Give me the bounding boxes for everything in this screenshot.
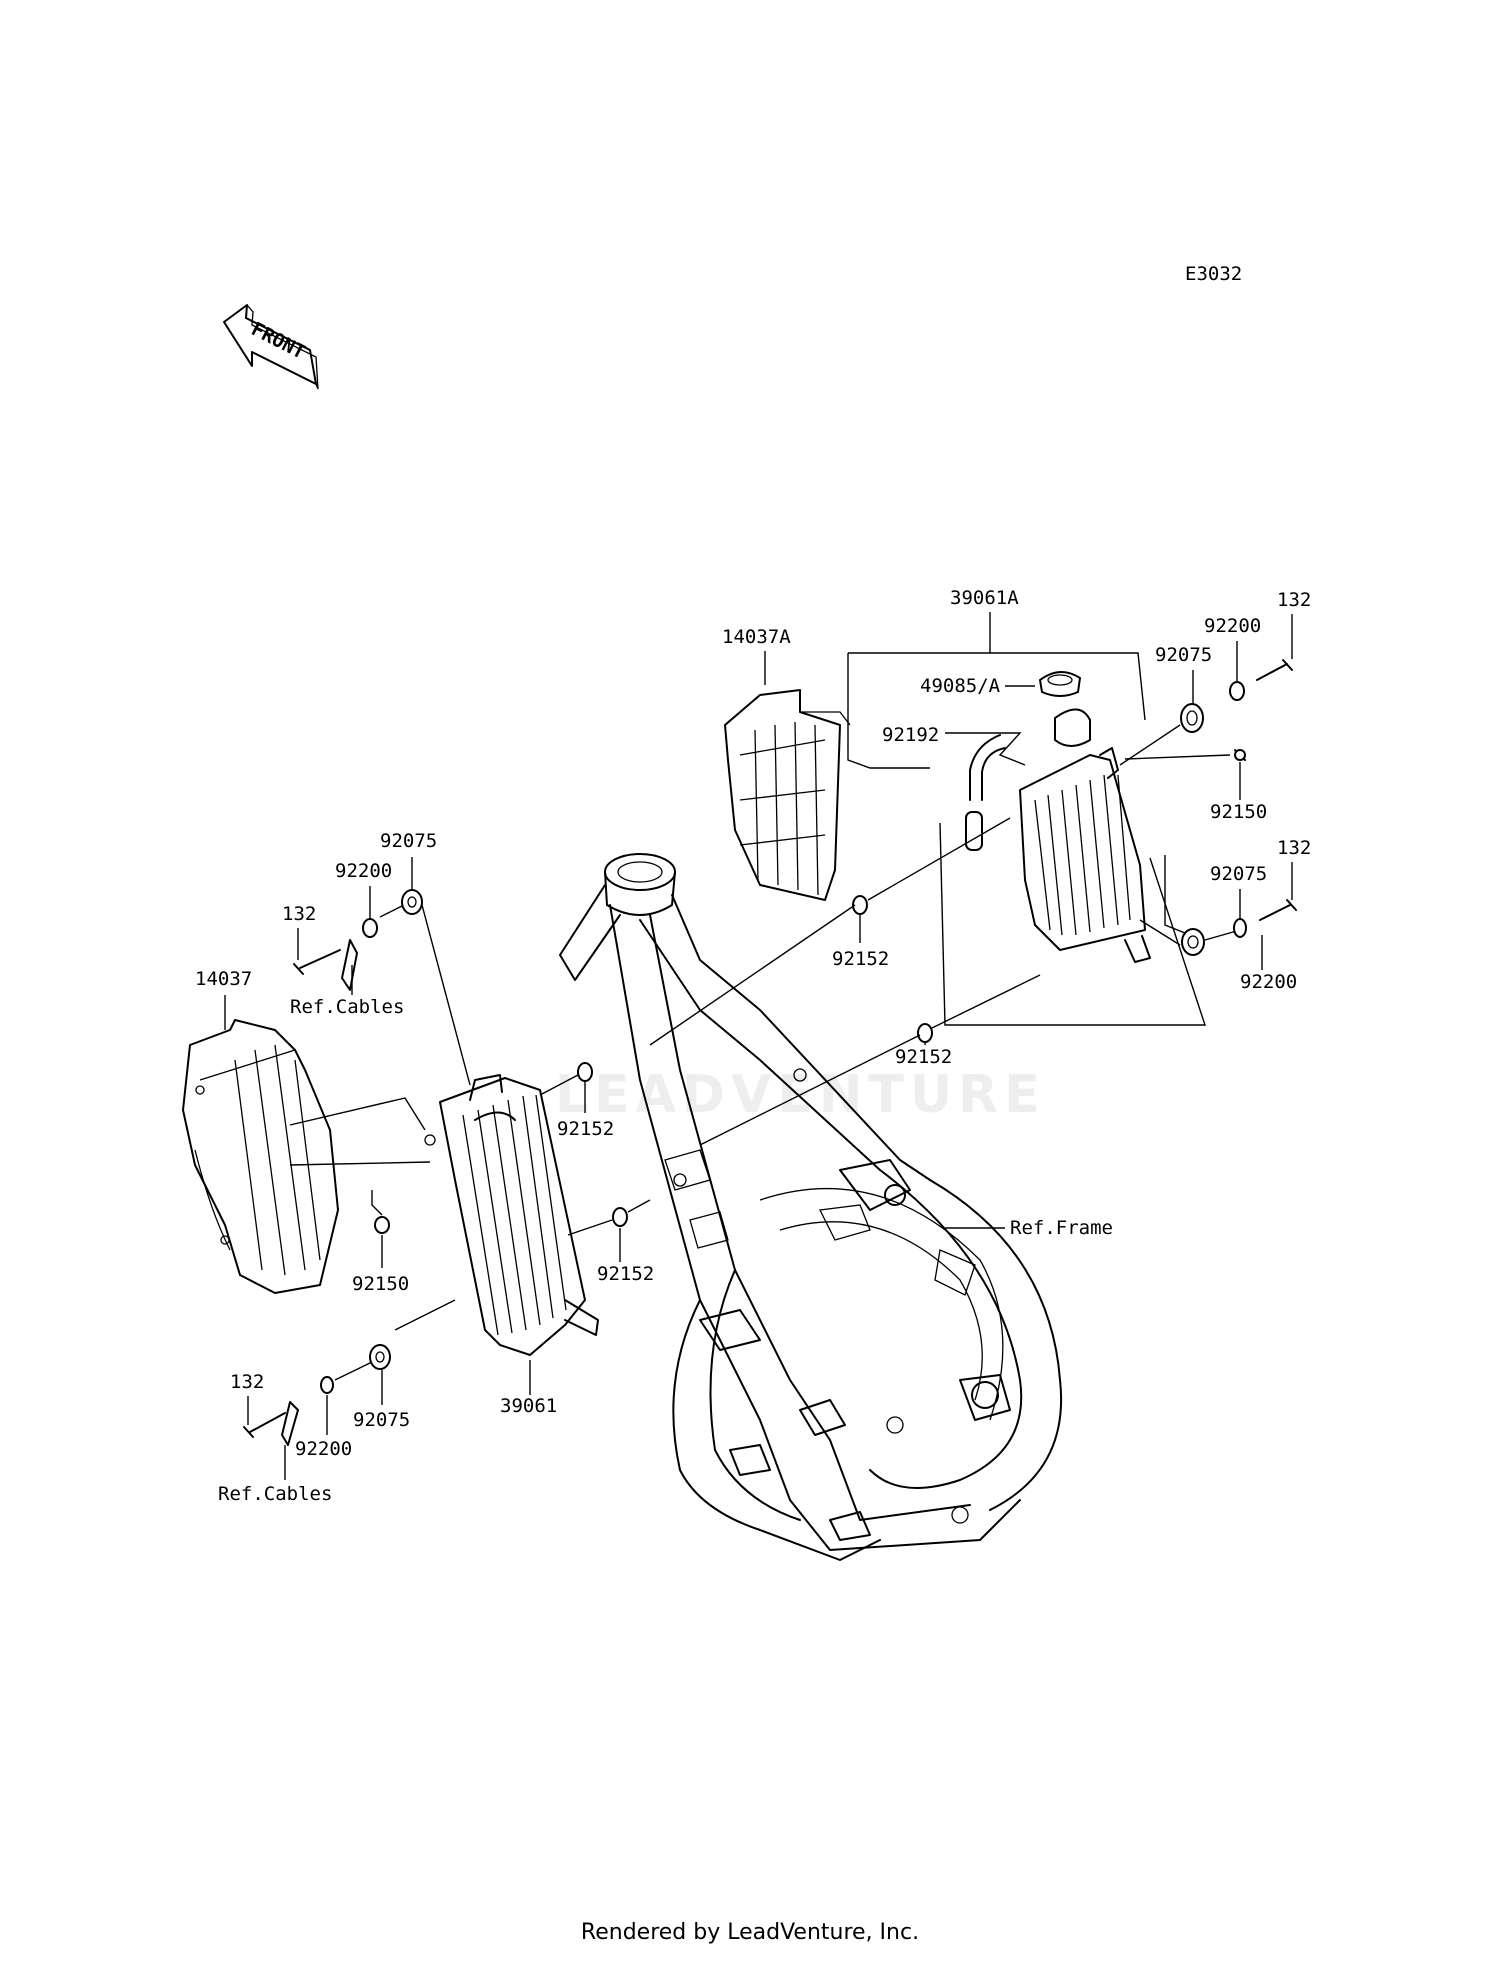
bolt-132-r: [1259, 899, 1297, 921]
callout-132-l: 132: [282, 903, 316, 925]
callout-92152-c2: 92152: [895, 1046, 952, 1068]
callout-refcables-2: Ref.Cables: [218, 1483, 332, 1505]
bolt-132-bl: [243, 1412, 286, 1438]
callout-92200-tr: 92200: [1204, 615, 1261, 637]
footer-credit: Rendered by LeadVenture, Inc.: [580, 1920, 920, 1945]
bolt-132-tr: [1256, 659, 1293, 681]
front-label: FRONT: [248, 318, 309, 364]
hose-92192: [965, 734, 1006, 851]
bolt-92150-l: [374, 1216, 390, 1234]
callout-92152-l1: 92152: [557, 1118, 614, 1140]
collar-92152-l1: [577, 1062, 593, 1082]
radiator-cap: [1039, 671, 1081, 697]
callout-92152-l2: 92152: [597, 1263, 654, 1285]
callout-92075-r: 92075: [1210, 863, 1267, 885]
grommet-92075-l: [401, 889, 423, 915]
diagram-code: E3032: [1185, 263, 1242, 285]
cable-clip-bl: [281, 1401, 299, 1446]
callout-92150-l: 92150: [352, 1273, 409, 1295]
callout-132-bl: 132: [230, 1371, 264, 1393]
callout-92150-r: 92150: [1210, 801, 1267, 823]
callout-132-r: 132: [1277, 837, 1311, 859]
collar-92152-c2: [917, 1023, 933, 1043]
radiator-right: [1019, 708, 1151, 963]
grommet-92075-r: [1181, 928, 1205, 956]
bolt-92150-r: [1234, 749, 1246, 761]
callout-92200-r: 92200: [1240, 971, 1297, 993]
callout-39061: 39061: [500, 1395, 557, 1417]
washer-92200-r: [1233, 918, 1247, 938]
callout-92192: 92192: [882, 724, 939, 746]
bolt-132-l: [293, 949, 341, 975]
radiator-shroud-right: [724, 689, 851, 901]
callout-14037A: 14037A: [722, 626, 791, 648]
callout-49085A: 49085/A: [920, 675, 1001, 697]
callout-14037: 14037: [195, 968, 252, 990]
callout-refframe: Ref.Frame: [1010, 1217, 1113, 1239]
front-arrow-icon: FRONT: [223, 304, 319, 390]
callout-92152-c1: 92152: [832, 948, 889, 970]
callout-92075-tr: 92075: [1155, 644, 1212, 666]
collar-92152-l2: [612, 1207, 628, 1227]
washer-92200-l: [362, 918, 378, 938]
grommet-92075-tr: [1180, 703, 1204, 733]
callout-92075-bl: 92075: [353, 1409, 410, 1431]
collar-92152-c1: [852, 895, 868, 915]
callout-refcables-1: Ref.Cables: [290, 996, 404, 1018]
callout-39061A: 39061A: [950, 587, 1019, 609]
grommet-92075-bl: [369, 1344, 391, 1370]
cable-clip-l: [341, 939, 358, 991]
callout-132-tr: 132: [1277, 589, 1311, 611]
radiator-shroud-left: [182, 1019, 339, 1294]
washer-92200-bl: [320, 1376, 334, 1394]
callout-92200-bl: 92200: [295, 1438, 352, 1460]
washer-92200-tr: [1229, 681, 1245, 701]
callout-92200-l: 92200: [335, 860, 392, 882]
callout-92075-l: 92075: [380, 830, 437, 852]
radiator-left: [424, 1074, 599, 1356]
frame: [559, 853, 1063, 1561]
